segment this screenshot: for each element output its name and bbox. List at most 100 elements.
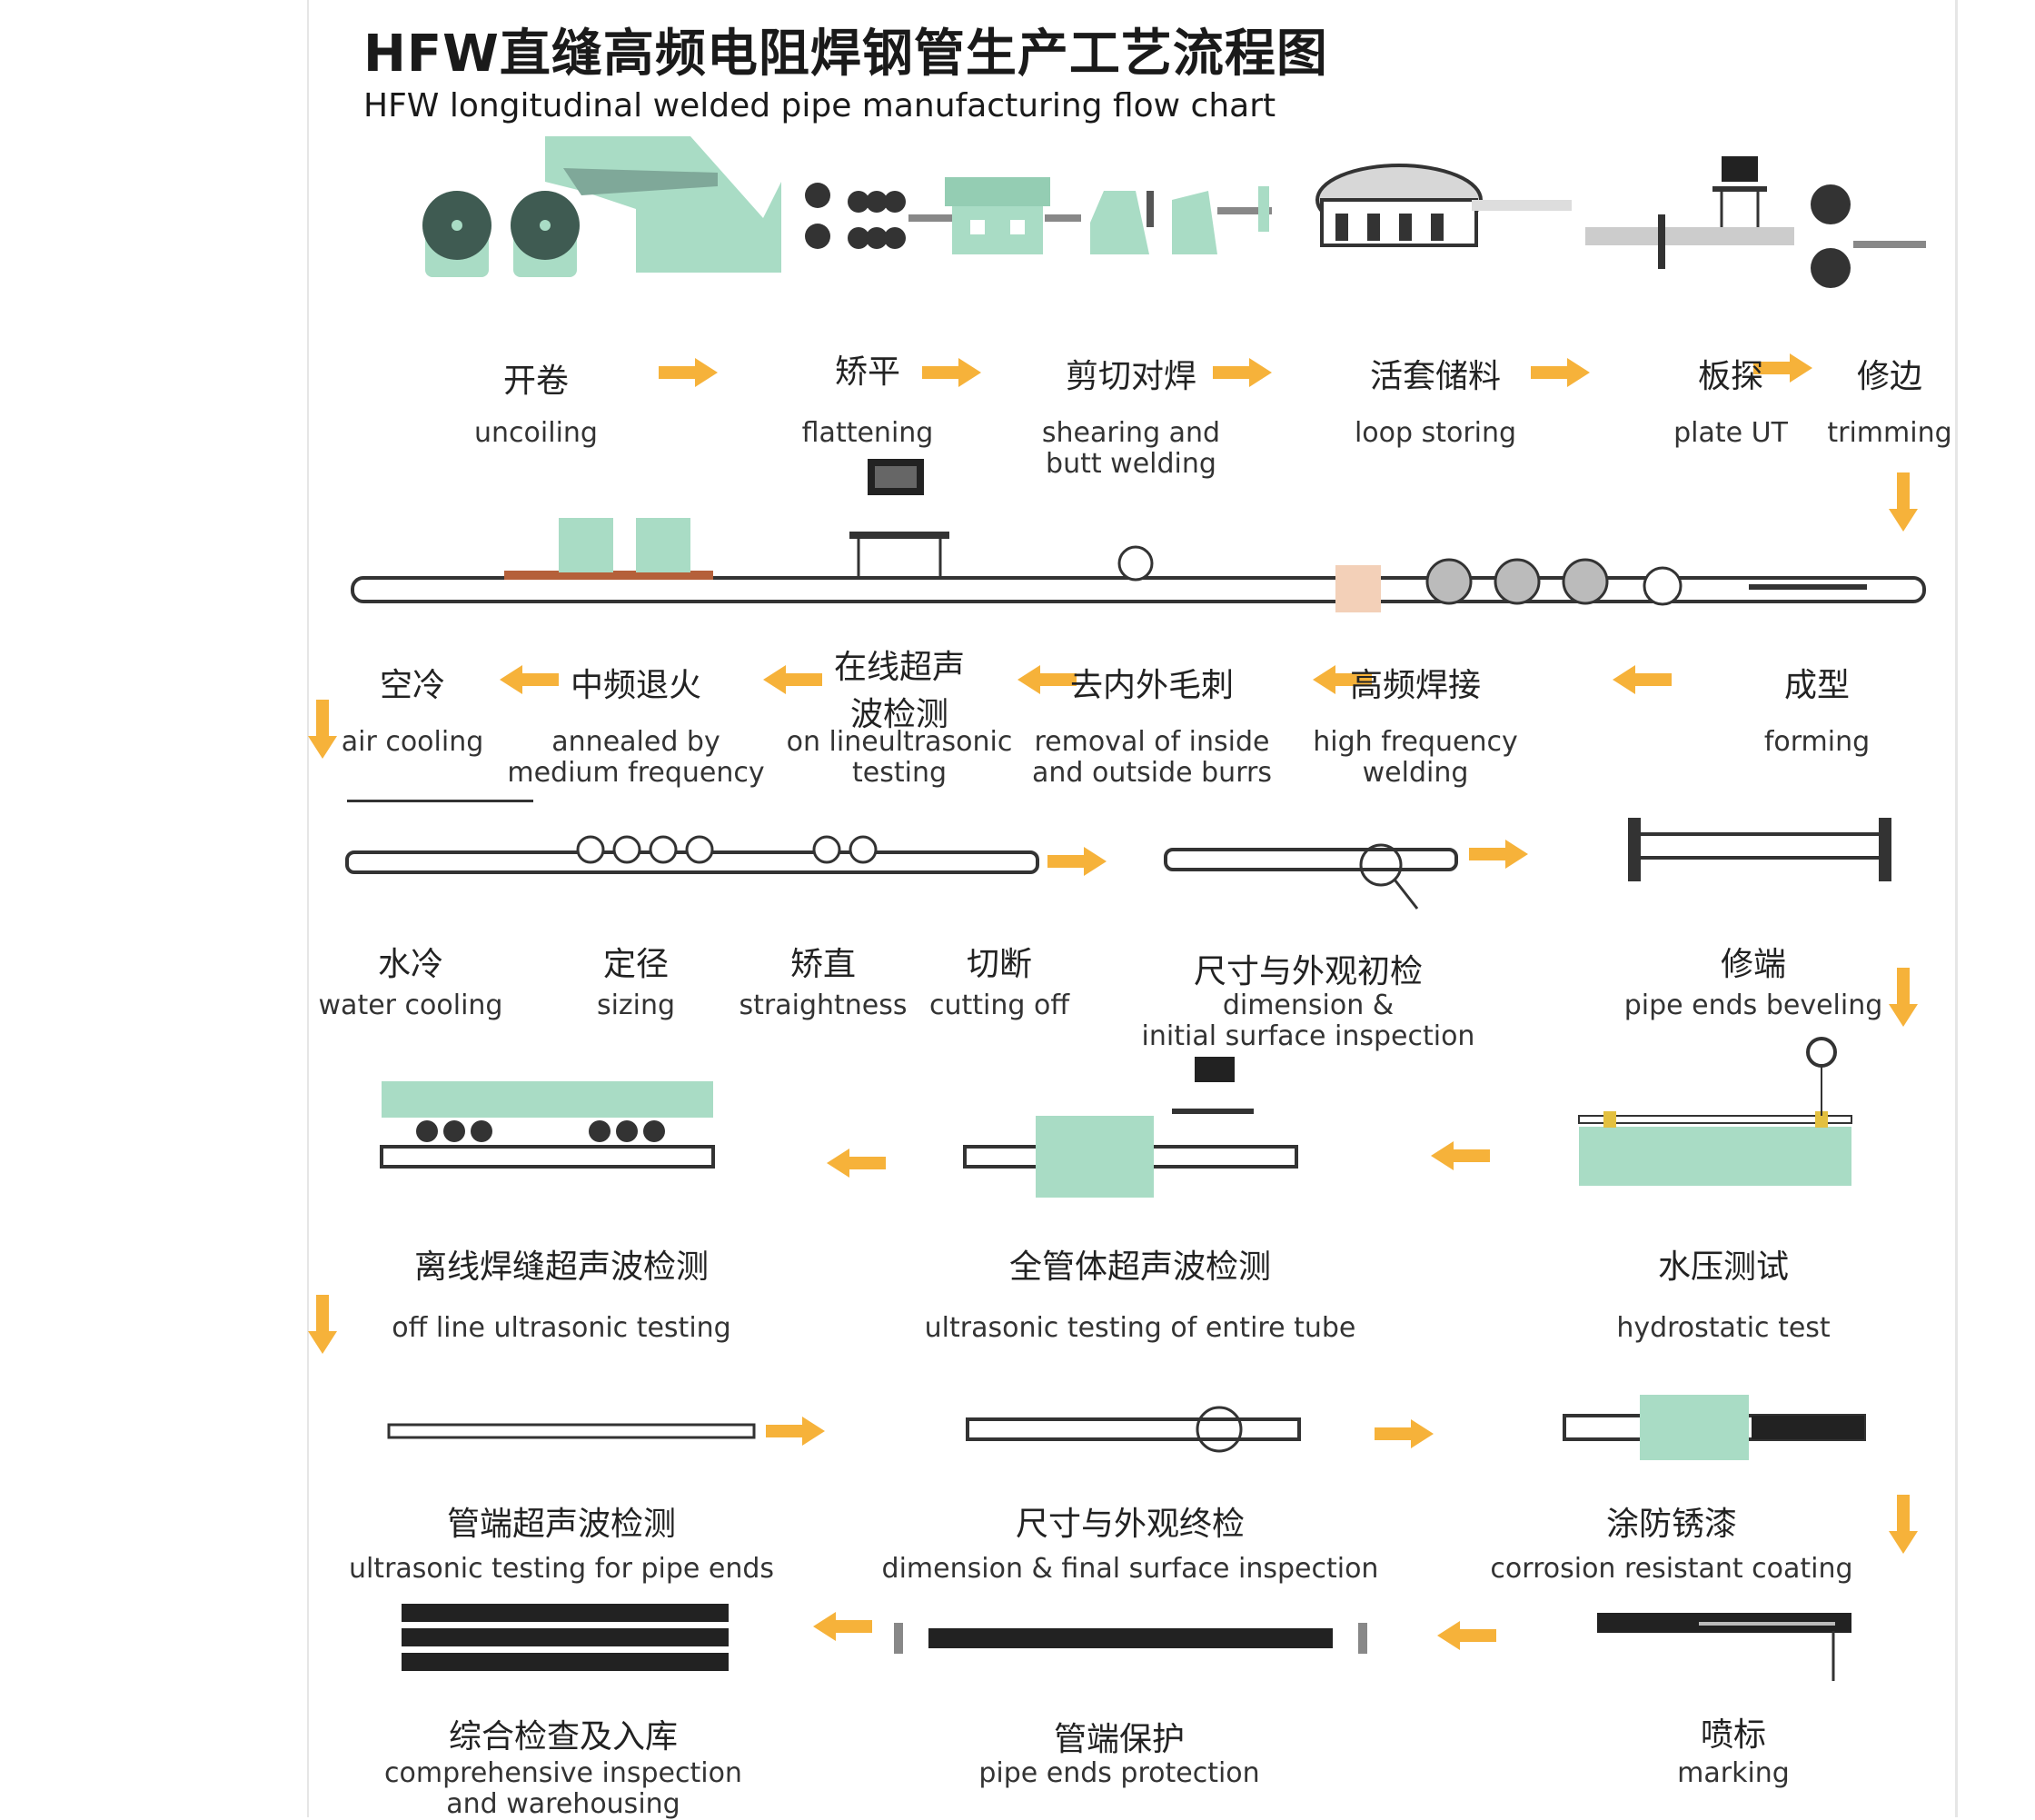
flow-arrow [1753, 353, 1812, 383]
page-subtitle: HFW longitudinal welded pipe manufacturi… [363, 87, 1276, 124]
step-label-en-line: shearing and [1041, 417, 1221, 449]
flow-arrow [827, 1149, 886, 1178]
step-label-en-line: loop storing [1354, 417, 1517, 449]
step-label-zh-line: 中频退火 [570, 667, 702, 704]
step-label-zh-line: 切断 [966, 946, 1033, 983]
step-label-zh: 板探 [1698, 350, 1763, 397]
final-inspection-pipe [966, 1406, 1301, 1453]
flow-arrow [766, 1417, 825, 1446]
step-label-en-line: pipe ends beveling [1623, 990, 1883, 1021]
step-label-zh: 管端超声波检测 [447, 1497, 676, 1545]
step-label-zh-line: 活套储料 [1369, 358, 1502, 395]
step-label-zh-line: 喷标 [1700, 1716, 1767, 1754]
step-label-zh-line: 板探 [1697, 358, 1764, 395]
step-label-zh: 剪切对焊 [1066, 350, 1196, 397]
step-label-zh: 矫平 [835, 345, 900, 393]
step-label-en-line: and outside burrs [1032, 757, 1272, 789]
step-label-en-line: dimension & [1222, 990, 1395, 1021]
step-label-en-line: flattening [801, 417, 934, 449]
step-label-zh-line: 高频焊接 [1349, 667, 1482, 704]
flow-arrows [308, 353, 1918, 1650]
offline-ut-machine [380, 1081, 715, 1169]
step-label-en-line: high frequency [1313, 726, 1518, 758]
pipe-end-ut-pipe [387, 1423, 756, 1439]
step-label-zh-line: 修边 [1856, 358, 1923, 395]
page-title: HFW直缝高频电阻焊钢管生产工艺流程图 [363, 25, 1328, 84]
step-label-zh-line: 波检测 [849, 696, 949, 733]
step-label-en: water cooling [319, 990, 503, 1021]
step-label-en-line: welding [1362, 757, 1469, 789]
marking-pipe [1597, 1613, 1851, 1681]
step-label-zh-line: 尺寸与外观初检 [1193, 953, 1424, 990]
step-label-en-line: ultrasonic testing for pipe ends [348, 1553, 775, 1585]
step-label-en-line: straightness [739, 990, 908, 1021]
hydrostatic-tank [1578, 1037, 1852, 1186]
flow-arrow [1437, 1621, 1496, 1650]
step-label-en: sizing [597, 990, 675, 1021]
flow-arrow [1889, 968, 1918, 1027]
step-label-zh: 修边 [1857, 350, 1922, 397]
step-label-en: forming [1764, 727, 1870, 758]
step-label-zh-line: 全管体超声波检测 [1008, 1248, 1272, 1286]
step-label-zh: 综合检查及入库 [449, 1710, 678, 1757]
flow-arrow [763, 665, 822, 694]
step-label-en: hydrostatic test [1616, 1313, 1830, 1344]
step-label-en-line: ultrasonic testing of entire tube [924, 1312, 1356, 1344]
step-label-zh: 中频退火 [571, 659, 701, 706]
step-label-en-line: sizing [596, 990, 676, 1021]
step-label-en-line: uncoiling [474, 417, 598, 449]
step-label-zh-line: 矫直 [789, 946, 857, 983]
plate-ut-illustration [1585, 156, 1926, 288]
step-label-en-line: testing [851, 757, 948, 789]
step-label-zh-line: 空冷 [379, 667, 446, 704]
step-label-zh: 去内外毛刺 [1070, 659, 1234, 706]
step-label-zh-line: 定径 [602, 946, 670, 983]
flow-arrow [1431, 1141, 1490, 1170]
flow-arrow [922, 358, 981, 387]
step-label-en-line: initial surface inspection [1141, 1020, 1475, 1052]
step-label-en: off line ultrasonic testing [392, 1313, 730, 1344]
step-label-en-line: on lineultrasonic [786, 726, 1013, 758]
step-label-en: flattening [802, 418, 934, 449]
step-label-zh: 活套储料 [1370, 350, 1501, 397]
step-label-zh-line: 管端超声波检测 [446, 1506, 677, 1543]
page-frame-right [1955, 0, 1958, 1817]
step-label-en-line: butt welding [1046, 448, 1216, 480]
flow-arrow [1047, 847, 1107, 876]
step-label-en-line: annealed by [551, 726, 720, 758]
step-label-en-line: off line ultrasonic testing [392, 1312, 731, 1344]
step-label-en: corrosion resistant coating [1490, 1554, 1852, 1585]
step-label-zh: 切断 [967, 938, 1032, 985]
step-label-en: pipe ends protection [978, 1758, 1259, 1789]
initial-inspection-pipe [1164, 843, 1458, 910]
step-label-en-line: air cooling [341, 726, 484, 758]
step-label-zh: 喷标 [1701, 1708, 1766, 1755]
page-frame-left [307, 0, 309, 1817]
step-label-zh: 空冷 [380, 659, 445, 706]
flow-arrow [1375, 1419, 1434, 1448]
step-label-en-line: medium frequency [507, 757, 765, 789]
step-label-zh: 尺寸与外观终检 [1016, 1497, 1245, 1545]
flow-arrow [1018, 665, 1077, 694]
step-label-en-line: and warehousing [446, 1788, 680, 1820]
flow-arrow [1889, 472, 1918, 532]
step-label-en-line: trimming [1827, 417, 1952, 449]
step-label-en-line: forming [1763, 726, 1871, 758]
step-label-zh: 水冷 [378, 938, 443, 985]
flow-arrow [813, 1612, 872, 1641]
step-label-en: uncoiling [474, 418, 598, 449]
step-label-en-line: plate UT [1673, 417, 1788, 449]
step-label-zh-line: 在线超声 [833, 649, 966, 686]
step-label-zh: 高频焊接 [1350, 659, 1481, 706]
step-label-en: trimming [1827, 418, 1951, 449]
flow-arrow [659, 358, 718, 387]
coating-machine [1563, 1395, 1866, 1460]
step-label-zh: 管端保护 [1054, 1713, 1185, 1760]
step-label-zh: 开卷 [503, 354, 569, 402]
step-label-en: pipe ends beveling [1624, 990, 1883, 1021]
